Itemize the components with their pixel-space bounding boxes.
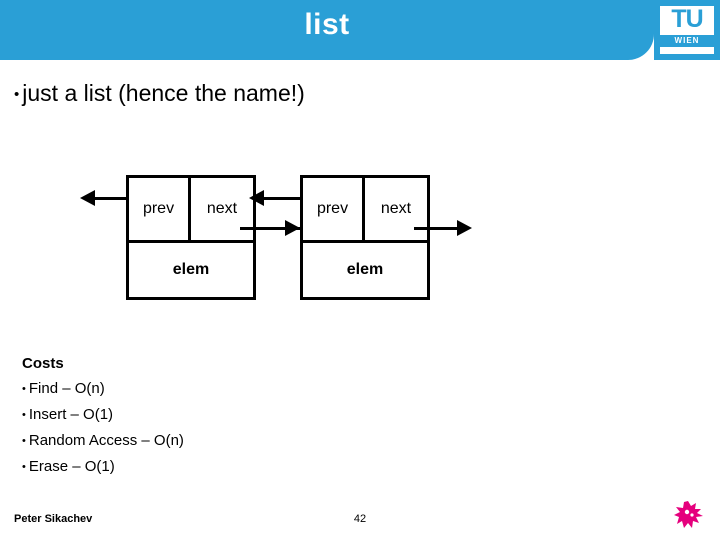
list-node-2-prev: prev xyxy=(303,178,365,240)
costs-item-erase: •Erase – O(1) xyxy=(22,454,184,480)
logo-inner: TU WIEN xyxy=(660,6,714,54)
list-node-1-elem: elem xyxy=(129,240,253,297)
bullet-dot-icon: • xyxy=(14,86,20,104)
bullet-dot-icon: • xyxy=(22,435,26,448)
bullet-dot-icon: • xyxy=(22,409,26,422)
arrow-head-right-1 xyxy=(285,220,300,236)
arrow-line-1 xyxy=(95,197,148,200)
list-node-1-prev: prev xyxy=(129,178,191,240)
decorative-splatter-icon xyxy=(672,498,706,532)
arrow-line-2 xyxy=(240,227,300,230)
tu-wien-logo: TU WIEN xyxy=(654,0,720,60)
slide-header: list TU WIEN xyxy=(0,0,720,60)
bullet-dot-icon: • xyxy=(22,461,26,474)
list-node-2: prev next elem xyxy=(300,175,430,300)
bullet-dot-icon: • xyxy=(22,383,26,396)
logo-wien-text: WIEN xyxy=(660,35,714,47)
list-node-2-pointers: prev next xyxy=(303,178,427,240)
list-node-2-next: next xyxy=(380,200,412,217)
list-node-1-pointers: prev next xyxy=(129,178,253,240)
linked-list-diagram: prev next elem prev next elem xyxy=(0,150,720,340)
costs-item-random-access: •Random Access – O(n) xyxy=(22,428,184,454)
arrow-line-3 xyxy=(256,197,320,200)
list-node-1: prev next elem xyxy=(126,175,256,300)
header-background xyxy=(0,0,654,60)
list-node-2-elem: elem xyxy=(303,240,427,297)
arrow-line-4 xyxy=(414,227,459,230)
costs-item-insert: •Insert – O(1) xyxy=(22,402,184,428)
lead-bullet-text: just a list (hence the name!) xyxy=(22,80,305,106)
list-node-1-next: next xyxy=(206,200,238,217)
arrow-head-right-2 xyxy=(457,220,472,236)
arrow-head-left-1 xyxy=(80,190,95,206)
arrow-head-left-2 xyxy=(249,190,264,206)
lead-bullet-line: •just a list (hence the name!) xyxy=(14,80,305,107)
costs-title: Costs xyxy=(22,355,64,372)
costs-item-erase-text: Erase – O(1) xyxy=(28,458,115,476)
logo-tu-text: TU xyxy=(671,5,703,33)
costs-item-random-access-text: Random Access – O(n) xyxy=(28,432,184,450)
costs-item-insert-text: Insert – O(1) xyxy=(28,406,114,424)
footer-author: Peter Sikachev xyxy=(14,513,93,525)
costs-block: Costs •Find – O(n) •Insert – O(1) •Rando… xyxy=(22,355,184,480)
page-title: list xyxy=(304,8,350,41)
footer-page-number: 42 xyxy=(353,513,367,525)
costs-item-find: •Find – O(n) xyxy=(22,376,184,402)
costs-item-find-text: Find – O(n) xyxy=(28,380,105,397)
